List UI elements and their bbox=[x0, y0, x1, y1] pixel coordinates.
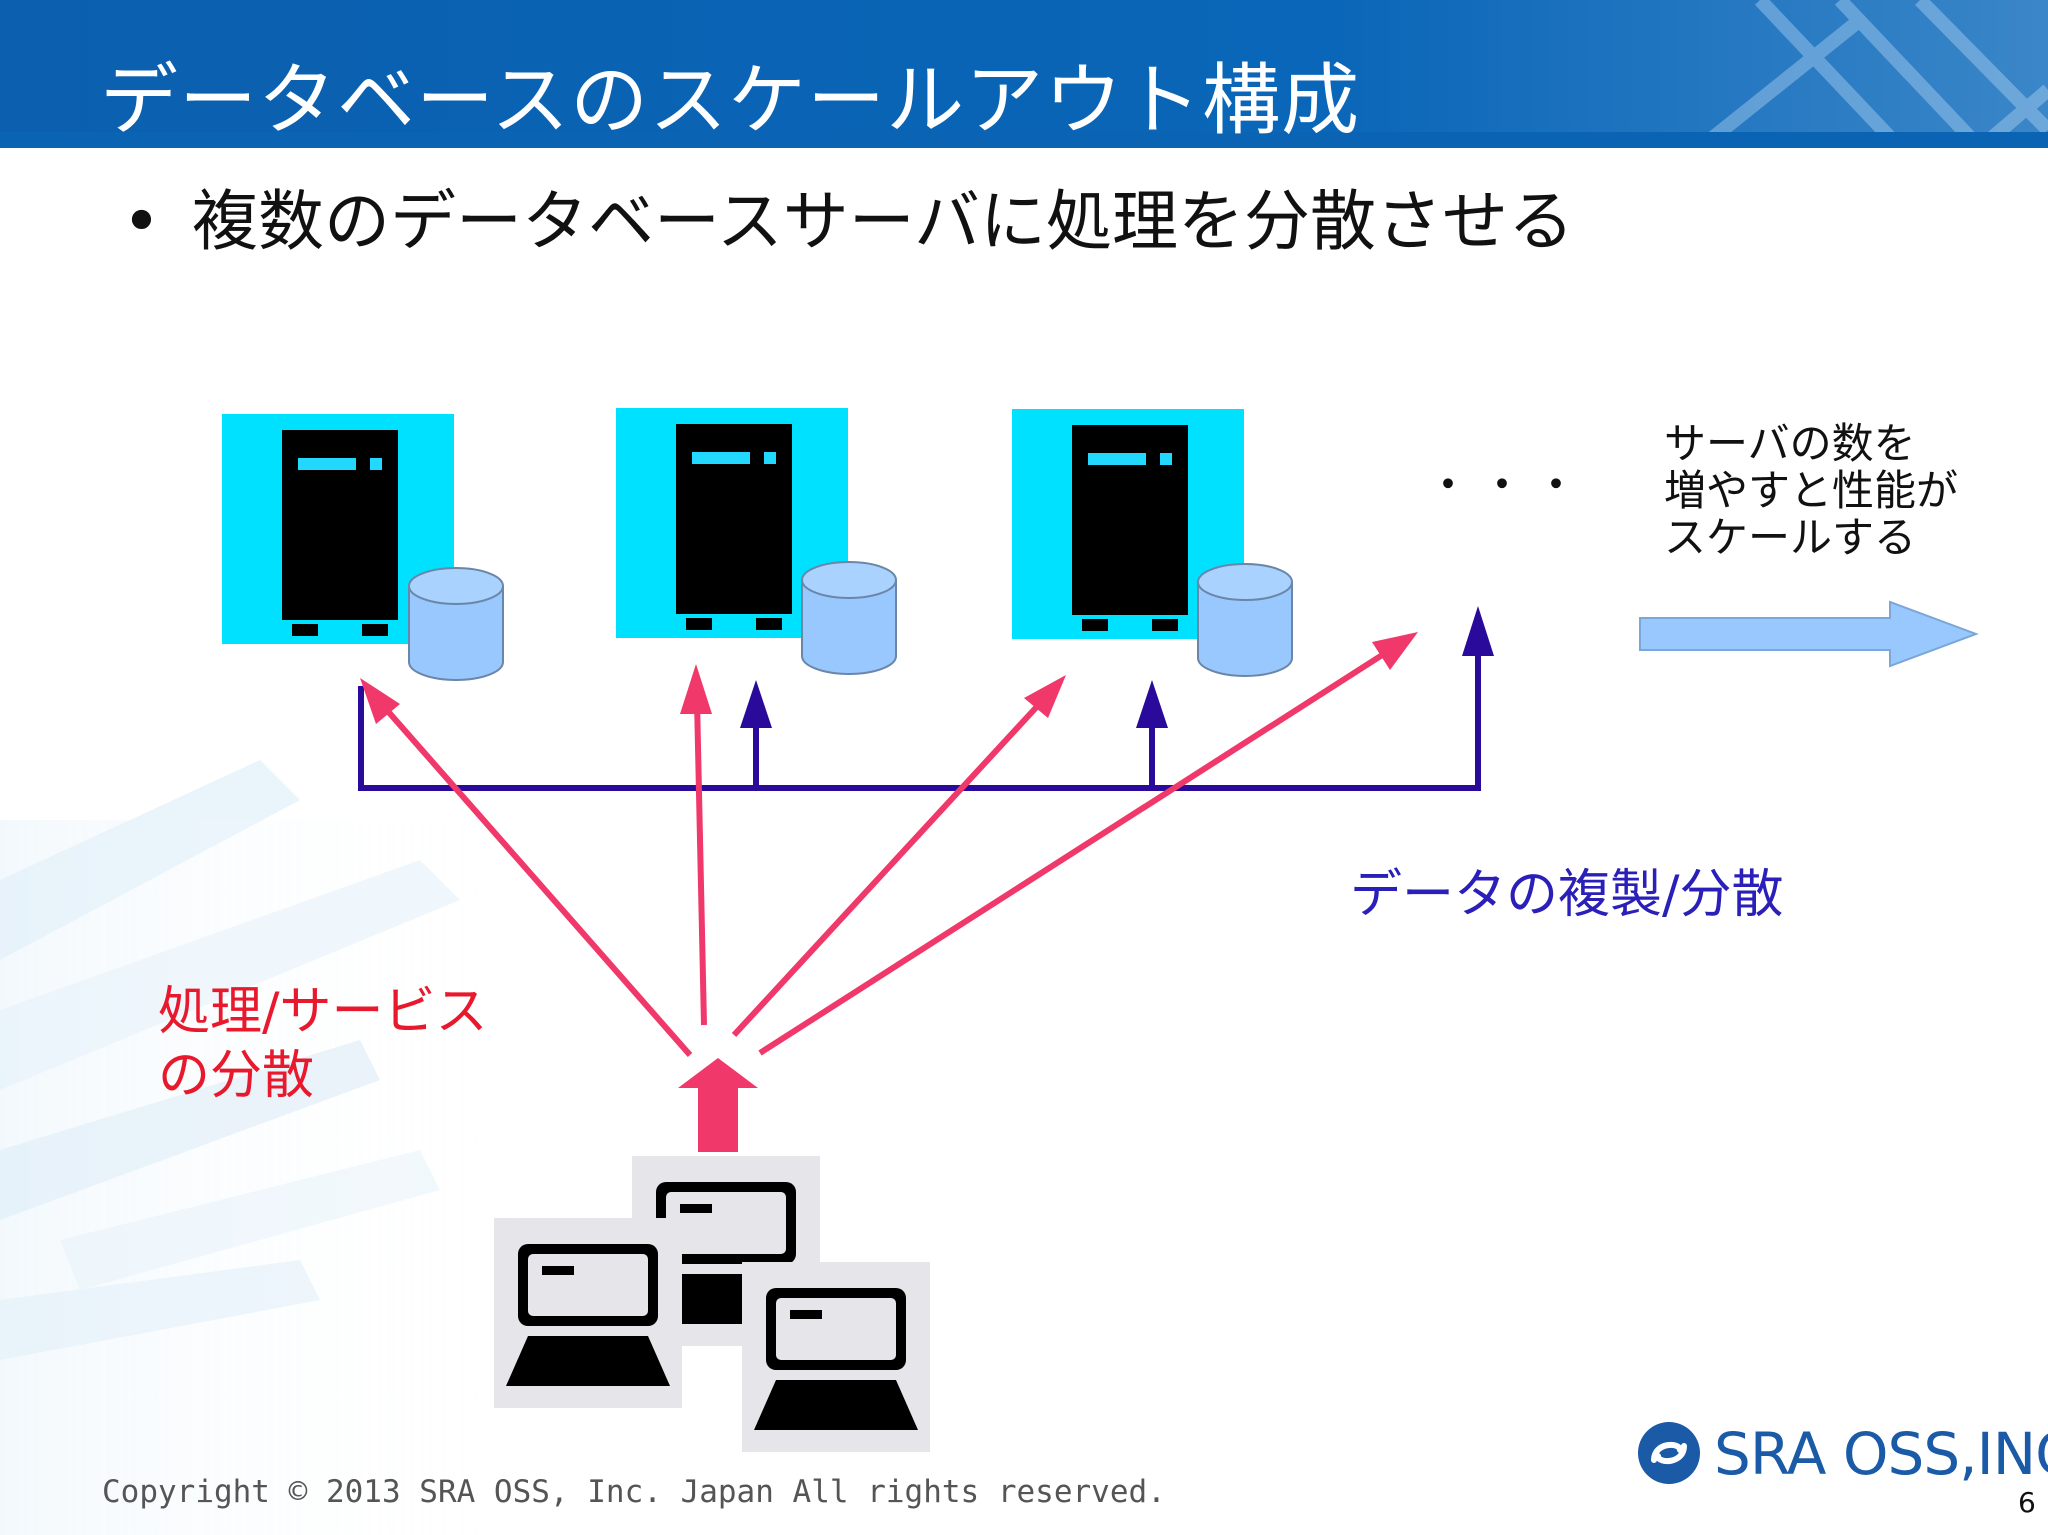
laptop-icon bbox=[494, 1218, 682, 1408]
copyright-text: Copyright © 2013 SRA OSS, Inc. Japan All… bbox=[102, 1474, 1166, 1510]
database-icon bbox=[408, 567, 504, 681]
slide-title: データベースのスケールアウト構成 bbox=[100, 56, 1361, 146]
bus-arrow-2 bbox=[740, 680, 772, 728]
bus-arrow-4 bbox=[1462, 606, 1494, 656]
scale-note-line-3: スケールする bbox=[1664, 513, 1917, 562]
service-label-line-2: の分散 bbox=[158, 1046, 315, 1106]
server-1 bbox=[222, 414, 504, 681]
scale-note-line-2: 増やすと性能が bbox=[1664, 466, 1959, 515]
server-2 bbox=[616, 408, 897, 675]
scale-note-line-1: サーバの数を bbox=[1664, 419, 1916, 468]
service-distribution-label: 処理/サービス の分散 bbox=[158, 980, 488, 1108]
company-logo-text: SRA OSS,INC. bbox=[1714, 1420, 2048, 1488]
bullet-dot: • bbox=[122, 183, 161, 260]
bus-arrow-3 bbox=[1136, 680, 1168, 728]
header-bar bbox=[0, 0, 2048, 148]
request-arrows bbox=[360, 632, 1418, 1057]
database-icon bbox=[1197, 563, 1293, 677]
scale-note: サーバの数を 増やすと性能が スケールする bbox=[1664, 420, 1958, 561]
bullet-text: 複数のデータベースサーバに処理を分散させる bbox=[192, 183, 1575, 260]
laptop-icon bbox=[742, 1262, 930, 1452]
server-3 bbox=[1012, 409, 1293, 677]
data-replication-bus bbox=[358, 648, 1481, 791]
bullet-item: • 複数のデータベースサーバに処理を分散させる bbox=[122, 168, 1574, 264]
sra-oss-logo-icon bbox=[1638, 1422, 1700, 1484]
client-laptops bbox=[494, 1156, 930, 1452]
scale-arrow bbox=[1639, 600, 1979, 668]
client-up-arrow bbox=[678, 1058, 758, 1152]
database-icon bbox=[801, 561, 897, 675]
ellipsis: ・・・ bbox=[1428, 462, 1590, 508]
service-label-line-1: 処理/サービス bbox=[158, 982, 488, 1042]
page-number: 6 bbox=[2018, 1486, 2036, 1519]
data-replication-label: データの複製/分散 bbox=[1350, 865, 1784, 925]
